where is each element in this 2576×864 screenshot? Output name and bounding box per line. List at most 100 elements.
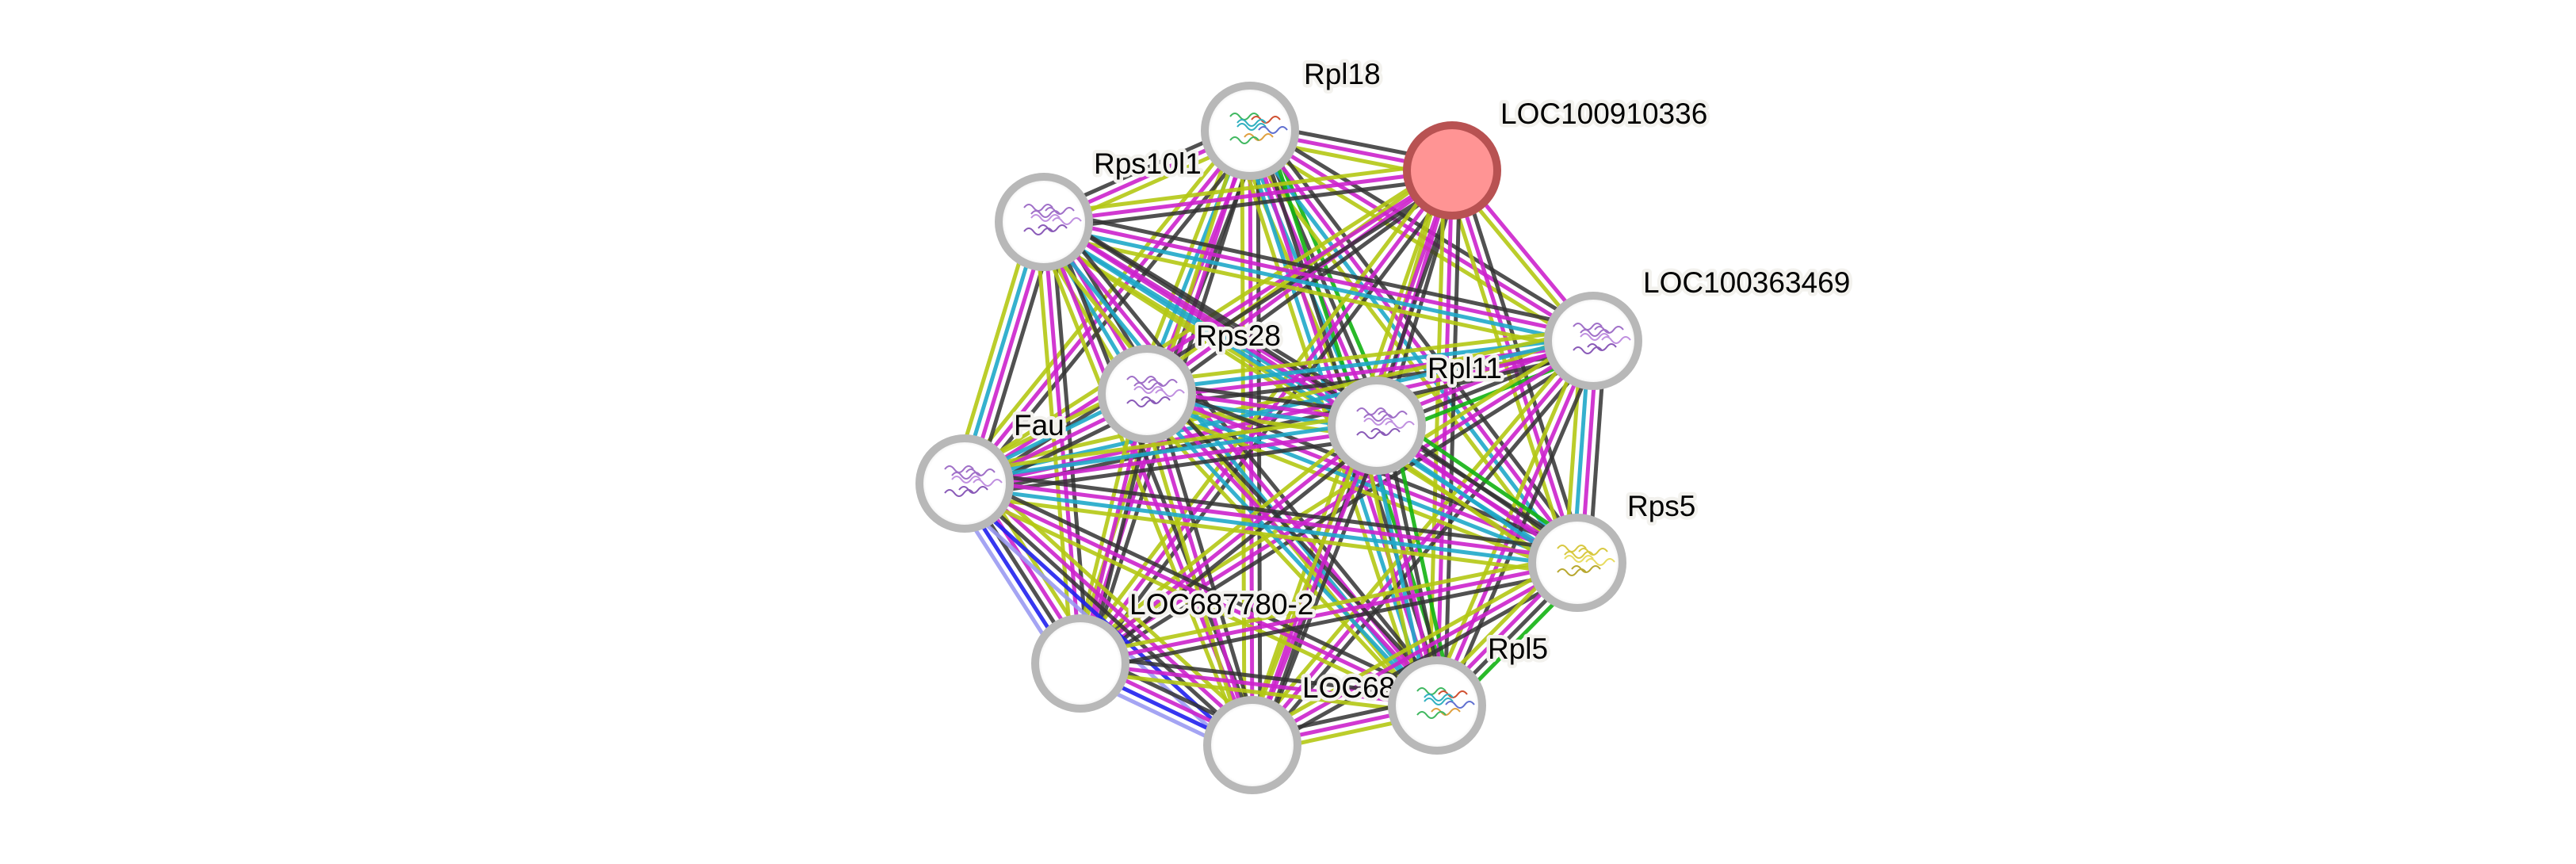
edge-line-coexpression bbox=[965, 435, 1379, 498]
node-label-Rpl18: Rpl18 bbox=[1304, 58, 1381, 90]
node-label-LOC68: LOC68 bbox=[1302, 671, 1395, 704]
edge-line-textmining bbox=[1359, 428, 1424, 709]
edge-line-textmining bbox=[1247, 554, 1575, 740]
node-label-Rpl11: Rpl11 bbox=[1428, 352, 1502, 384]
edge-line-coexpression bbox=[965, 469, 1580, 553]
node-circle[interactable] bbox=[1388, 656, 1486, 755]
edge-line-textmining bbox=[957, 124, 1246, 480]
edge-line-coexpression bbox=[1045, 208, 1596, 331]
edge-line-databases bbox=[1042, 224, 1593, 347]
edge-line-experiments bbox=[1147, 388, 1580, 561]
edge-line-experiments bbox=[1251, 560, 1579, 747]
node-label-Rpl5: Rpl5 bbox=[1488, 633, 1548, 665]
protein-structure-icon bbox=[944, 465, 1003, 497]
node-label-Rps28: Rps28 bbox=[1196, 319, 1281, 352]
node-Fau[interactable] bbox=[915, 434, 1014, 533]
edge-LOC687780-2-Rpl5[interactable] bbox=[1079, 653, 1439, 716]
node-label-LOC100910336: LOC100910336 bbox=[1500, 97, 1707, 130]
node-circle[interactable] bbox=[915, 434, 1014, 533]
node-circle[interactable] bbox=[1098, 345, 1196, 443]
node-circle[interactable] bbox=[1544, 292, 1642, 390]
edge-line-coexpression bbox=[1044, 176, 1454, 232]
edge-Rps10l1-LOC100363469[interactable] bbox=[1041, 208, 1596, 355]
edge-line-textmining bbox=[1041, 231, 1592, 355]
protein-structure-icon bbox=[1023, 204, 1082, 235]
node-label-LOC100363469: LOC100363469 bbox=[1643, 266, 1850, 299]
edge-line-neighborhood bbox=[1390, 422, 1454, 703]
edge-line-textmining bbox=[962, 411, 1376, 474]
edge-line-textmining bbox=[960, 488, 1435, 715]
node-circle[interactable] bbox=[1528, 514, 1626, 612]
edge-line-textmining bbox=[973, 470, 1265, 736]
edge-line-coexpression bbox=[1081, 568, 1580, 674]
edge-Rpl11-Fau[interactable] bbox=[962, 411, 1379, 498]
edge-line-textmining bbox=[1079, 669, 1437, 716]
edge-line-experiments bbox=[1250, 425, 1379, 746]
node-Rpl5[interactable] bbox=[1388, 656, 1486, 755]
node-circle[interactable] bbox=[1328, 377, 1426, 475]
edge-line-experiments bbox=[1041, 221, 1083, 664]
edge-line-experiments bbox=[1043, 168, 1453, 224]
protein-structure-icon bbox=[1557, 545, 1615, 576]
node-label-Rps5: Rps5 bbox=[1627, 490, 1695, 522]
edge-Fau-Rpl5[interactable] bbox=[960, 474, 1442, 715]
nodes-layer bbox=[915, 82, 1642, 794]
edge-Fau-Rps5[interactable] bbox=[962, 469, 1580, 577]
node-LOC100910336[interactable] bbox=[1403, 121, 1501, 220]
edge-line-experiments bbox=[1079, 169, 1454, 665]
edge-line-textmining bbox=[962, 493, 1577, 577]
edge-line-experiments bbox=[963, 481, 1439, 708]
edge-line-databases bbox=[1145, 396, 1577, 568]
node-label-Fau: Fau bbox=[1014, 409, 1064, 442]
edge-line-textmining bbox=[1141, 162, 1449, 389]
edge-line-databases bbox=[964, 485, 1577, 569]
node-LOC68[interactable] bbox=[1203, 696, 1301, 794]
node-circle[interactable] bbox=[1201, 82, 1299, 180]
protein-structure-icon bbox=[1229, 113, 1288, 144]
edge-line-textmining bbox=[1078, 552, 1577, 658]
node-circle[interactable] bbox=[1403, 121, 1501, 220]
edge-Rps5-LOC687780-2[interactable] bbox=[1078, 552, 1580, 674]
node-Rps28[interactable] bbox=[1098, 345, 1196, 443]
node-circle[interactable] bbox=[995, 173, 1093, 271]
edge-line-experiments bbox=[1044, 216, 1595, 339]
edge-line-textmining bbox=[1145, 327, 1592, 384]
edge-line-textmining bbox=[1042, 160, 1452, 216]
node-label-Rps10l1: Rps10l1 bbox=[1094, 147, 1202, 180]
protein-structure-icon bbox=[1573, 323, 1631, 354]
node-Rps5[interactable] bbox=[1528, 514, 1626, 612]
node-circle[interactable] bbox=[1031, 614, 1129, 713]
edge-line-experiments bbox=[1148, 389, 1442, 705]
edge-line-experiments bbox=[1251, 339, 1595, 747]
edge-line-experiments bbox=[969, 476, 1259, 741]
edge-line-experiments bbox=[1080, 560, 1578, 666]
node-LOC100363469[interactable] bbox=[1544, 292, 1642, 390]
edge-line-databases bbox=[963, 419, 1377, 482]
edge-line-experiments bbox=[1435, 170, 1454, 706]
node-Rpl11[interactable] bbox=[1328, 377, 1426, 475]
edge-line-experiments bbox=[965, 427, 1378, 490]
edge-line-textmining bbox=[1034, 224, 1248, 749]
node-Rpl18[interactable] bbox=[1201, 82, 1299, 180]
protein-structure-icon bbox=[1416, 687, 1475, 719]
edge-line-textmining bbox=[1243, 422, 1372, 744]
node-label-LOC687780-2: LOC687780-2 bbox=[1129, 588, 1313, 621]
edge-line-experiments bbox=[1080, 661, 1438, 708]
edge-line-textmining bbox=[1075, 332, 1591, 659]
edge-line-coexpression bbox=[963, 482, 1254, 747]
node-circle[interactable] bbox=[1203, 696, 1301, 794]
edge-LOC100910336-Rps10l1[interactable] bbox=[1042, 160, 1454, 232]
node-LOC687780-2[interactable] bbox=[1031, 614, 1129, 713]
node-Rps10l1[interactable] bbox=[995, 173, 1093, 271]
edge-line-experiments bbox=[1251, 127, 1582, 562]
protein-structure-icon bbox=[1126, 376, 1185, 407]
edge-line-textmining bbox=[1137, 400, 1430, 715]
edge-line-experiments bbox=[1435, 340, 1596, 706]
protein-structure-icon bbox=[1356, 407, 1415, 439]
edge-line-textmining bbox=[1141, 403, 1574, 576]
edge-line-experiments bbox=[965, 477, 1578, 561]
labels-layer: Rpl18LOC100910336LOC100363469Rps28Rpl11F… bbox=[1011, 55, 1854, 669]
edge-line-coexpression bbox=[1083, 346, 1599, 672]
edge-line-coexpression bbox=[1080, 653, 1439, 700]
